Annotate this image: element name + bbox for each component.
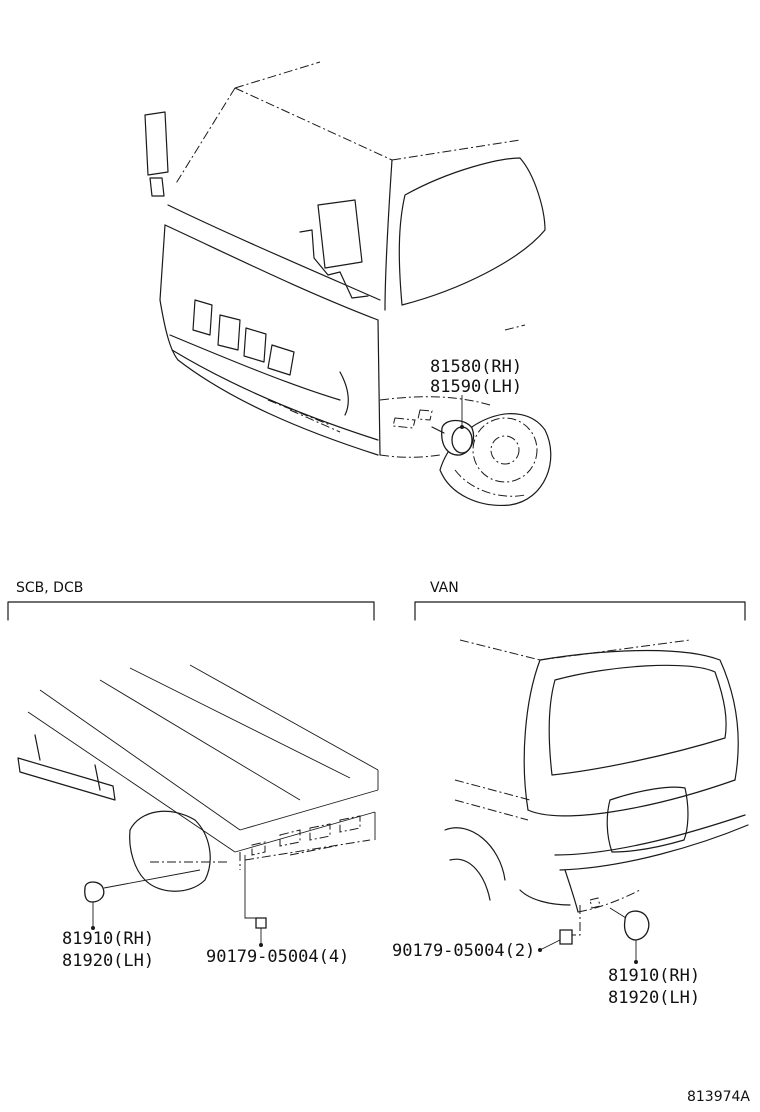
truck-bed-illustration bbox=[17, 664, 379, 947]
part-number-81580-rh: 81580(RH) bbox=[430, 357, 522, 377]
truck-front-illustration bbox=[144, 61, 552, 507]
part-number-81910-rh-left: 81910(RH) bbox=[62, 929, 154, 949]
screw-number-left: 90179-05004(4) bbox=[206, 947, 349, 967]
van-rear-illustration bbox=[444, 639, 749, 964]
section-bracket-scb-dcb bbox=[7, 601, 375, 621]
figure-number: 813974A bbox=[687, 1089, 750, 1105]
part-number-81920-lh-right: 81920(LH) bbox=[608, 988, 700, 1008]
part-number-81920-lh-left: 81920(LH) bbox=[62, 951, 154, 971]
screw-number-right: 90179-05004(2) bbox=[392, 941, 535, 961]
section-title-scb-dcb: SCB, DCB bbox=[16, 580, 83, 596]
section-title-van: VAN bbox=[430, 580, 459, 596]
part-number-81910-rh-right: 81910(RH) bbox=[608, 966, 700, 986]
section-bracket-van bbox=[414, 601, 746, 621]
part-number-81590-lh: 81590(LH) bbox=[430, 377, 522, 397]
